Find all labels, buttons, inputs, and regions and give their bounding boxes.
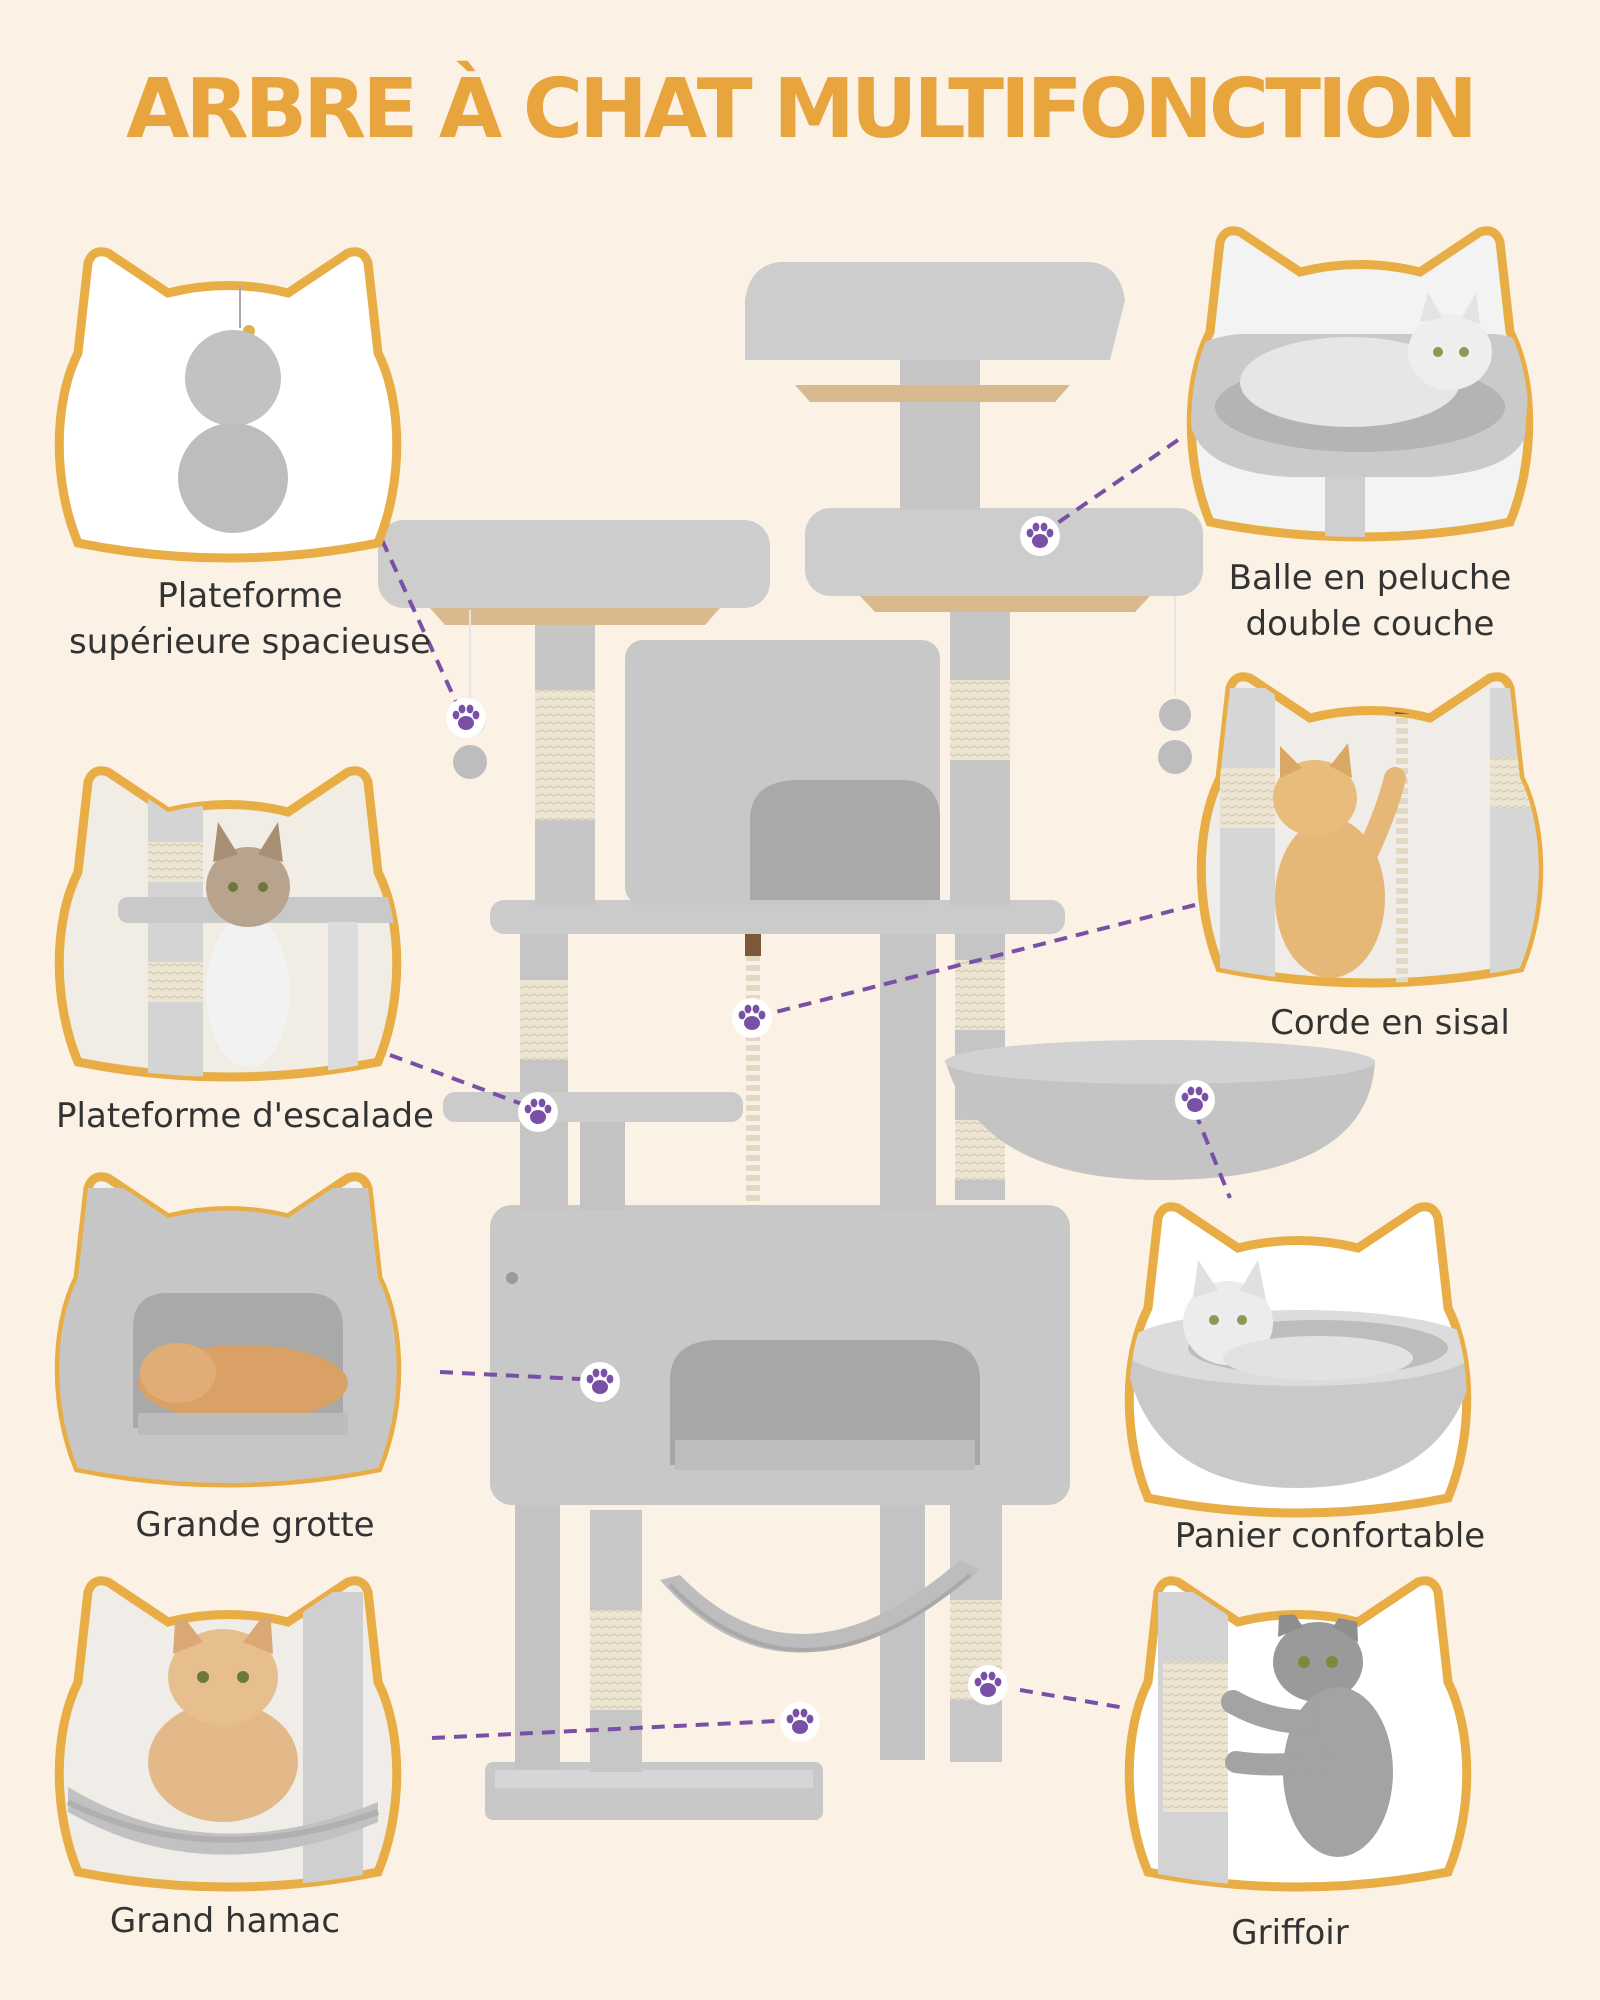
cat-tree xyxy=(378,262,1375,1820)
frame-comfy-basket xyxy=(1123,1207,1479,1513)
paw-icon xyxy=(446,698,486,738)
feature-label-climbing-platform: Plateforme d'escalade xyxy=(56,1096,434,1136)
hammock xyxy=(660,1560,980,1653)
hanging-ball xyxy=(1158,740,1192,774)
paw-icon xyxy=(1175,1080,1215,1120)
top-bed xyxy=(745,262,1125,360)
post xyxy=(900,360,980,510)
frame-big-hammock xyxy=(59,1581,397,1892)
cat-on-platform-icon xyxy=(206,917,290,1067)
feature-label-large-cave: Grande grotte xyxy=(135,1505,375,1545)
feature-label-sisal-rope: Corde en sisal xyxy=(1270,1003,1510,1043)
frame-sisal-rope xyxy=(1201,677,1545,988)
feature-label-comfy-basket: Panier confortable xyxy=(1174,1516,1486,1556)
paw-icon xyxy=(968,1665,1008,1705)
feature-label-scratching-post: Griffoir xyxy=(1231,1913,1349,1953)
post xyxy=(515,1500,560,1770)
frame-scratching-post xyxy=(1129,1581,1467,1892)
frame-top-platform xyxy=(59,252,397,558)
cat-in-hammock-icon xyxy=(148,1702,298,1822)
middle-platform xyxy=(490,900,1065,934)
frame-climbing-platform xyxy=(59,771,418,1082)
paw-icon xyxy=(780,1702,820,1742)
paw-icon xyxy=(580,1362,620,1402)
hanging-ball xyxy=(453,745,487,779)
left-platform xyxy=(378,520,770,608)
connectors xyxy=(380,438,1232,1740)
feature-label-big-hammock: Grand hamac xyxy=(109,1901,341,1941)
condo-opening xyxy=(670,1340,980,1465)
frame-top-bed xyxy=(1190,231,1530,552)
feature-label-line: double couche xyxy=(1245,604,1495,644)
paw-icon xyxy=(1020,516,1060,556)
frame-large-cave xyxy=(48,1177,408,1488)
post xyxy=(520,930,568,1210)
basket xyxy=(945,1060,1375,1180)
hanging-ball xyxy=(1159,699,1191,731)
kitten-scratching-post-icon xyxy=(1273,1622,1363,1702)
page-title: ARBRE À CHAT MULTIFONCTION xyxy=(126,62,1478,157)
sisal-wrap xyxy=(590,1610,642,1710)
feature-label-line: Balle en peluche xyxy=(1228,558,1512,598)
feature-label-top-platform: Plateforme supérieure spacieuse xyxy=(40,573,460,665)
right-platform xyxy=(805,508,1203,596)
feature-label-plush-ball: Balle en peluche double couche xyxy=(1170,555,1570,647)
post xyxy=(880,900,936,1210)
feature-label-line: supérieure spacieuse xyxy=(69,622,431,662)
climbing-step xyxy=(443,1092,743,1122)
feature-label-line: Plateforme xyxy=(157,576,343,616)
paw-icon xyxy=(732,998,772,1038)
cat-in-basket-icon xyxy=(1129,1346,1467,1488)
paw-icon xyxy=(518,1092,558,1132)
pom-pom-balls-icon xyxy=(185,330,281,426)
